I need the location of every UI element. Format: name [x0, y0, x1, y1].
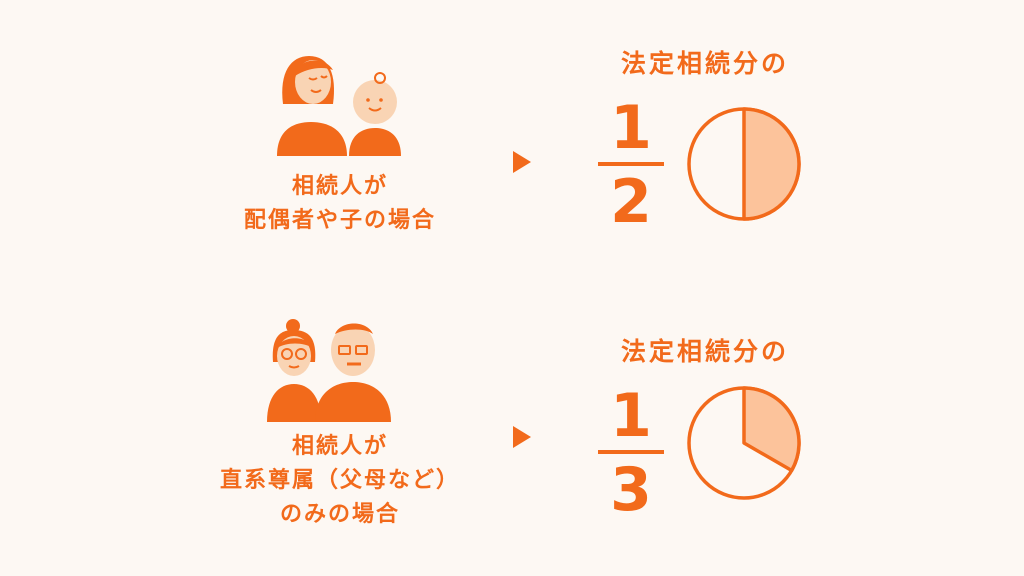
- share-pie-chart: [687, 107, 801, 221]
- pie-slice: [742, 107, 801, 221]
- mother-and-baby-icon: [277, 56, 401, 156]
- fraction-denominator: 2: [610, 167, 652, 237]
- inheritance-row-spouse-child: 相続人が 配偶者や子の場合 法定相続分の 1 2: [205, 49, 801, 238]
- share-fraction: 1 2: [598, 96, 664, 234]
- fraction-bar: [598, 162, 664, 166]
- elderly-couple-icon: [267, 319, 391, 422]
- share-fraction: 1 3: [598, 384, 664, 522]
- heir-line-3: のみの場合: [279, 502, 400, 527]
- fraction-bar: [598, 450, 664, 454]
- heir-line-1: 相続人が: [291, 434, 388, 459]
- heir-description: 相続人が 配偶者や子の場合: [205, 170, 475, 238]
- fraction-denominator: 3: [610, 455, 652, 525]
- fraction-numerator: 1: [610, 93, 652, 163]
- arrow-right-icon: [513, 151, 531, 173]
- heir-line-1: 相続人が: [291, 174, 388, 199]
- heir-line-2: 直系尊属（父母など）: [219, 468, 460, 493]
- arrow-right-icon: [513, 426, 531, 448]
- share-pie-chart: [687, 386, 801, 500]
- heir-description: 相続人が 直系尊属（父母など） のみの場合: [205, 430, 475, 532]
- pie-slice: [742, 386, 801, 473]
- share-title: 法定相続分の: [620, 49, 789, 78]
- share-title: 法定相続分の: [620, 337, 789, 366]
- heir-line-2: 配偶者や子の場合: [243, 208, 436, 233]
- fraction-numerator: 1: [610, 381, 652, 451]
- inheritance-row-lineal-ascendant: 相続人が 直系尊属（父母など） のみの場合 法定相続分の 1 3: [0, 288, 1024, 576]
